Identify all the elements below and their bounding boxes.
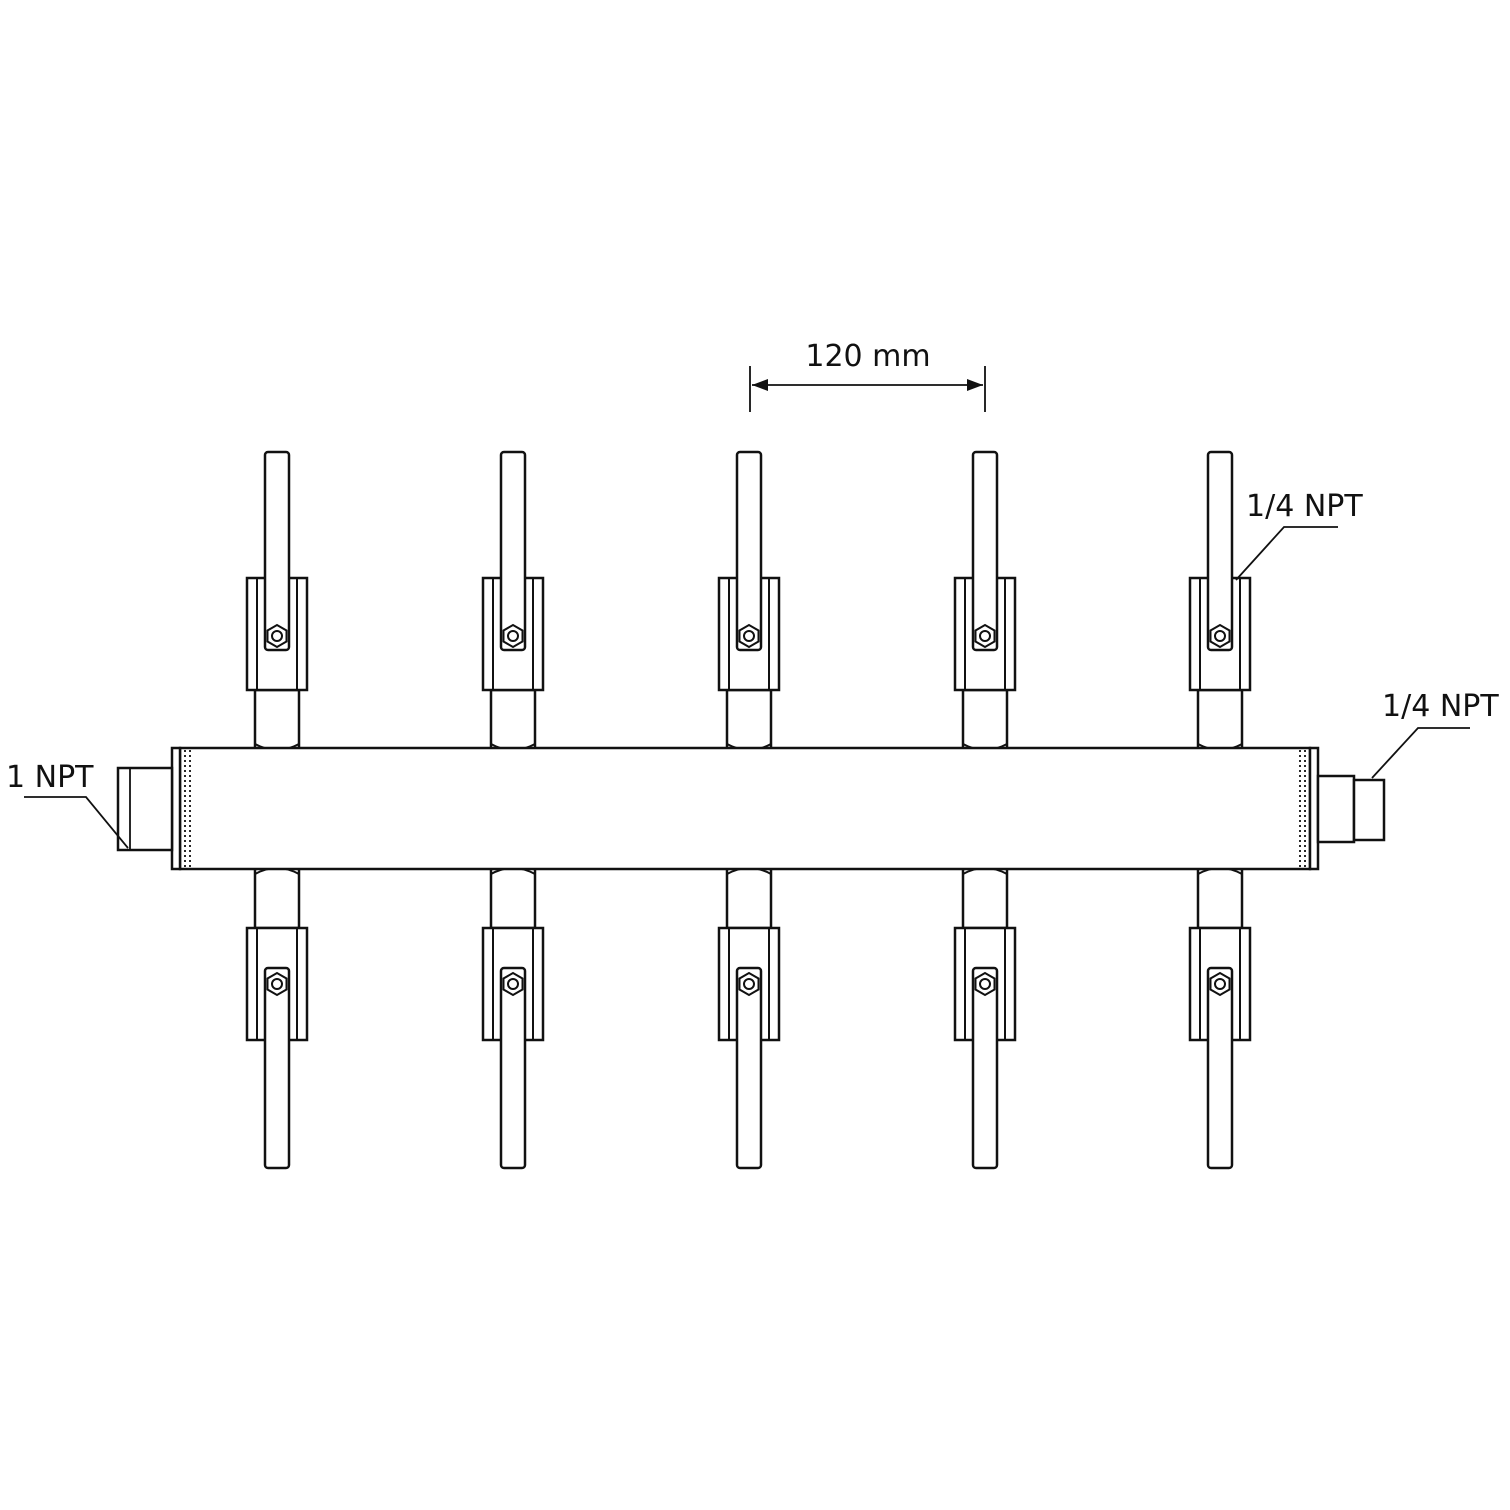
outlet-callout: 1/4 NPT — [1371, 689, 1499, 779]
bottom-valve-3 — [717, 866, 781, 1170]
inlet-label: 1 NPT — [6, 760, 94, 795]
outlet-fitting — [1316, 774, 1386, 844]
top-valve-4 — [953, 450, 1017, 752]
bottom-valve-2 — [481, 866, 545, 1170]
spacing-dimension: 120 mm — [749, 339, 986, 412]
branch-label: 1/4 NPT — [1246, 489, 1363, 524]
inlet-callout: 1 NPT — [6, 760, 129, 849]
bottom-valve-4 — [953, 866, 1017, 1170]
top-valve-5 — [1188, 450, 1252, 752]
branch-callout: 1/4 NPT — [1235, 489, 1363, 581]
top-valve-1 — [245, 450, 309, 752]
top-valve-2 — [481, 450, 545, 752]
bottom-valve-1 — [245, 866, 309, 1170]
top-valve-3 — [717, 450, 781, 752]
inlet-fitting — [116, 766, 174, 852]
outlet-label: 1/4 NPT — [1382, 689, 1499, 724]
valve-group — [245, 450, 1252, 1170]
manifold-body — [170, 746, 1320, 871]
spacing-label: 120 mm — [805, 339, 930, 374]
bottom-valve-5 — [1188, 866, 1252, 1170]
